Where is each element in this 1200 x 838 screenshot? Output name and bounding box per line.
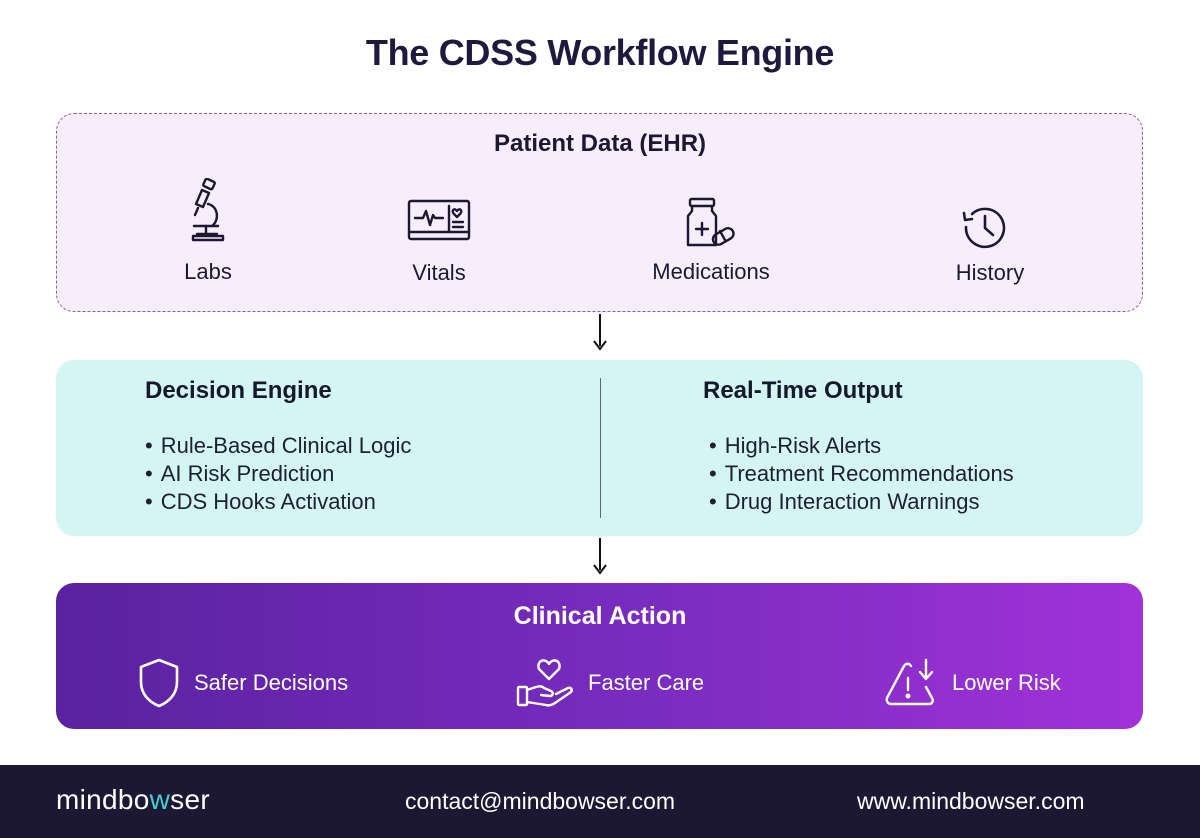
patient-data-panel bbox=[56, 113, 1143, 312]
flow-arrow-down-icon bbox=[593, 314, 607, 351]
flow-arrow-down-icon bbox=[593, 538, 607, 575]
source-vitals-label: Vitals bbox=[412, 260, 466, 285]
source-medications-label: Medications bbox=[652, 259, 770, 284]
list-item: CDS Hooks Activation bbox=[145, 488, 411, 516]
realtime-output-list: High-Risk Alerts Treatment Recommendatio… bbox=[709, 432, 1014, 516]
list-item: Treatment Recommendations bbox=[709, 460, 1014, 488]
source-history-label: History bbox=[955, 260, 1025, 285]
source-labs-label: Labs bbox=[184, 259, 232, 284]
shield-icon bbox=[139, 658, 179, 708]
realtime-output-title: Real-Time Output bbox=[703, 377, 903, 404]
medication-bottle-icon bbox=[686, 197, 735, 247]
panel-divider bbox=[600, 378, 601, 518]
clinical-action-title: Clinical Action bbox=[513, 602, 687, 630]
decision-engine-list: Rule-Based Clinical Logic AI Risk Predic… bbox=[145, 432, 412, 516]
warning-down-icon bbox=[885, 658, 934, 706]
clinical-action-panel bbox=[56, 583, 1143, 729]
page-title: The CDSS Workflow Engine bbox=[365, 32, 835, 73]
action-lower-risk: Lower Risk bbox=[884, 655, 1061, 711]
contact-email-link[interactable]: contact@mindbowser.com bbox=[405, 788, 676, 814]
brand-logo[interactable]: mindbowser bbox=[56, 784, 210, 815]
action-safer-decisions: Safer Decisions bbox=[136, 655, 348, 711]
list-item: High-Risk Alerts bbox=[709, 432, 1014, 460]
source-medications bbox=[611, 197, 811, 249]
action-faster-care: Faster Care bbox=[516, 655, 704, 711]
website-link[interactable]: www.mindbowser.com bbox=[857, 788, 1085, 814]
list-item: Rule-Based Clinical Logic bbox=[145, 432, 412, 460]
vitals-monitor-icon bbox=[407, 199, 471, 241]
history-clock-icon bbox=[962, 207, 1006, 249]
action-label: Safer Decisions bbox=[194, 670, 349, 695]
microscope-icon bbox=[191, 178, 225, 242]
source-vitals bbox=[339, 198, 539, 244]
patient-data-title: Patient Data (EHR) bbox=[493, 130, 707, 157]
source-labs bbox=[108, 178, 308, 244]
list-item: Drug Interaction Warnings bbox=[709, 488, 1014, 516]
source-history bbox=[884, 205, 1084, 251]
footer-bar bbox=[0, 765, 1200, 838]
list-item: AI Risk Prediction bbox=[145, 460, 411, 488]
action-label: Faster Care bbox=[588, 670, 705, 695]
action-label: Lower Risk bbox=[952, 670, 1061, 695]
heart-hand-icon bbox=[516, 659, 573, 707]
decision-engine-title: Decision Engine bbox=[145, 377, 332, 404]
